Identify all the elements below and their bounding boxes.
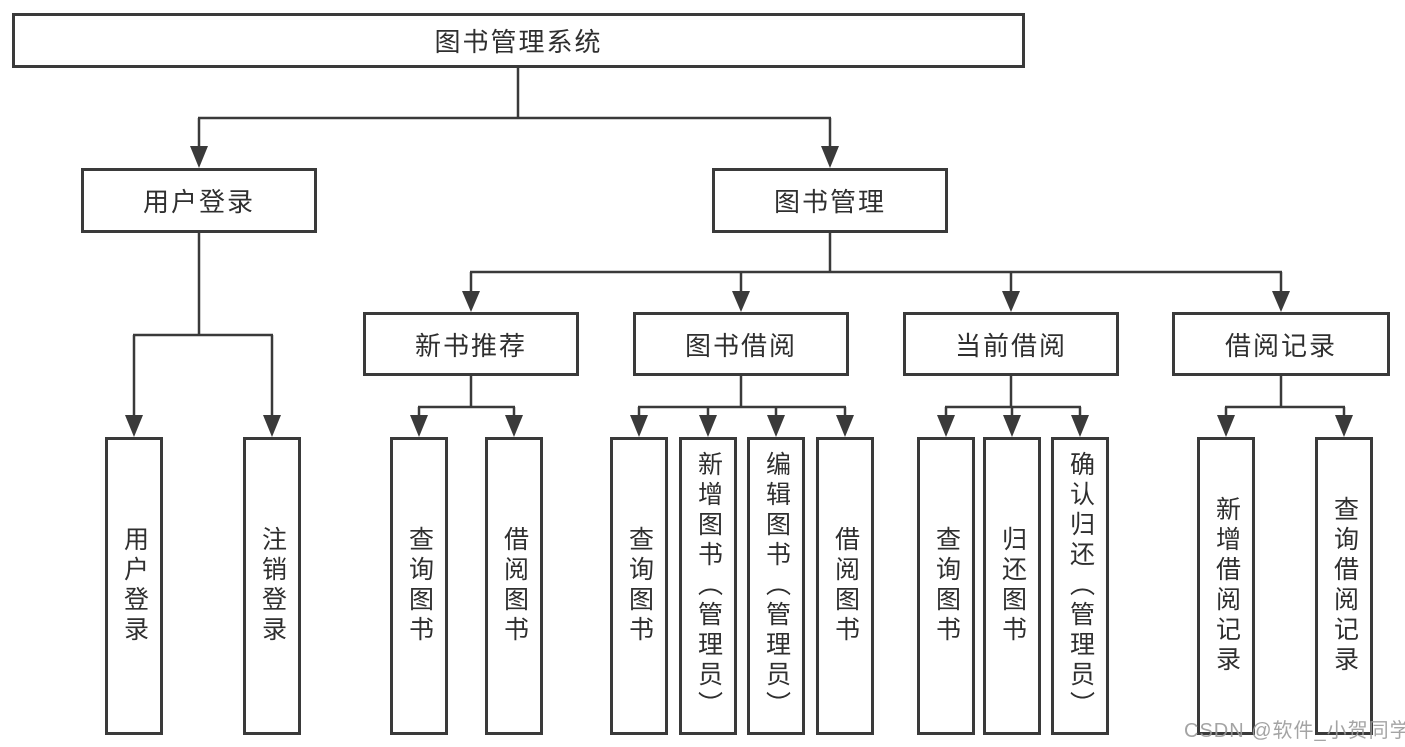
node-new-book-recommend: 新书推荐 bbox=[363, 312, 579, 376]
leaf-borrow-borrow-books-label: 借阅图书 bbox=[831, 526, 860, 646]
leaf-borrow-add-books-admin-label: 新增图书（管理员） bbox=[694, 451, 723, 721]
leaf-records-query-record-label: 查询借阅记录 bbox=[1330, 496, 1359, 676]
node-book-management-label: 图书管理 bbox=[773, 187, 886, 217]
node-user-login-label: 用户登录 bbox=[142, 187, 255, 217]
leaf-recommend-borrow-books-label: 借阅图书 bbox=[500, 526, 529, 646]
leaf-current-return-books: 归还图书 bbox=[983, 437, 1041, 735]
node-current-borrowing: 当前借阅 bbox=[903, 312, 1119, 376]
watermark-text: CSDN @软件_小贺同学 bbox=[1184, 720, 1405, 742]
node-new-book-recommend-label: 新书推荐 bbox=[414, 330, 527, 361]
node-borrowing-records: 借阅记录 bbox=[1172, 312, 1390, 376]
leaf-logout: 注销登录 bbox=[243, 437, 301, 735]
leaf-user-login-label: 用户登录 bbox=[120, 526, 149, 646]
leaf-records-query-record: 查询借阅记录 bbox=[1315, 437, 1373, 735]
leaf-records-add-record: 新增借阅记录 bbox=[1197, 437, 1255, 735]
leaf-records-add-record-label: 新增借阅记录 bbox=[1212, 496, 1241, 676]
leaf-borrow-query-books-label: 查询图书 bbox=[625, 526, 654, 646]
leaf-current-confirm-return-admin-label: 确认归还（管理员） bbox=[1066, 451, 1095, 721]
leaf-current-confirm-return-admin: 确认归还（管理员） bbox=[1051, 437, 1109, 735]
node-root: 图书管理系统 bbox=[12, 13, 1025, 68]
leaf-logout-label: 注销登录 bbox=[258, 526, 287, 646]
leaf-recommend-query-books: 查询图书 bbox=[390, 437, 448, 735]
leaf-current-return-books-label: 归还图书 bbox=[998, 526, 1027, 646]
leaf-borrow-add-books-admin: 新增图书（管理员） bbox=[679, 437, 737, 735]
leaf-borrow-query-books: 查询图书 bbox=[610, 437, 668, 735]
leaf-current-query-books: 查询图书 bbox=[917, 437, 975, 735]
leaf-recommend-query-books-label: 查询图书 bbox=[405, 526, 434, 646]
node-borrowing-records-label: 借阅记录 bbox=[1224, 330, 1337, 361]
node-book-borrowing: 图书借阅 bbox=[633, 312, 849, 376]
node-current-borrowing-label: 当前借阅 bbox=[954, 330, 1067, 361]
node-root-label: 图书管理系统 bbox=[434, 27, 603, 57]
node-book-management: 图书管理 bbox=[712, 168, 948, 233]
leaf-borrow-borrow-books: 借阅图书 bbox=[816, 437, 874, 735]
node-user-login: 用户登录 bbox=[81, 168, 317, 233]
leaf-recommend-borrow-books: 借阅图书 bbox=[485, 437, 543, 735]
leaf-borrow-edit-books-admin-label: 编辑图书（管理员） bbox=[762, 451, 791, 721]
leaf-current-query-books-label: 查询图书 bbox=[932, 526, 961, 646]
leaf-user-login: 用户登录 bbox=[105, 437, 163, 735]
leaf-borrow-edit-books-admin: 编辑图书（管理员） bbox=[747, 437, 805, 735]
node-book-borrowing-label: 图书借阅 bbox=[684, 330, 797, 361]
